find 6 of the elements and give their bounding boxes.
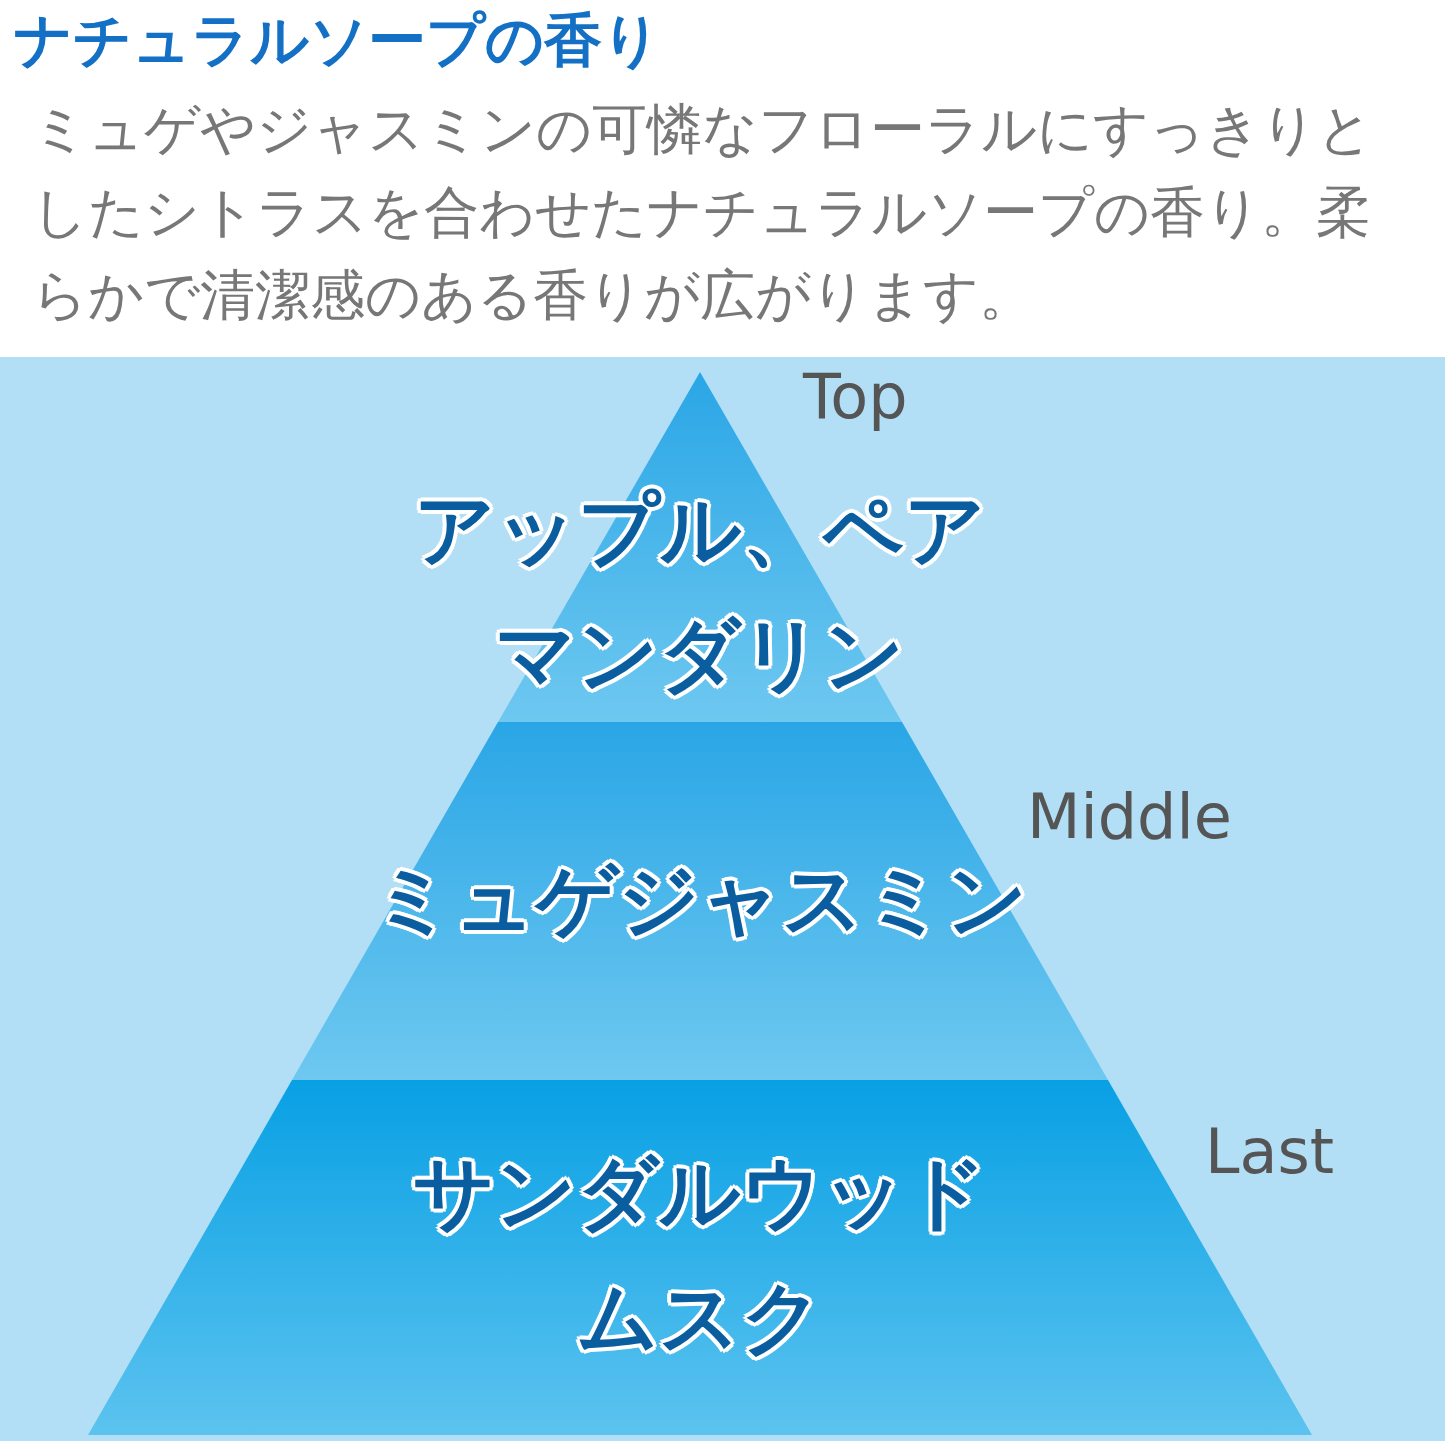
tier-label: Top [803,362,908,432]
tier-label: Middle [1027,782,1232,852]
description-text: ミュゲやジャスミンの可憐なフローラルにすっきりとしたシトラスを合わせたナチュラルソープの香り。柔らかで清潔感のある香りが広がります。 [32,96,1374,329]
tier-text: サンダルウッドムスク [412,1145,988,1366]
title: ナチュラルソープの香り [14,5,661,76]
tier-label: Last [1205,1117,1335,1187]
